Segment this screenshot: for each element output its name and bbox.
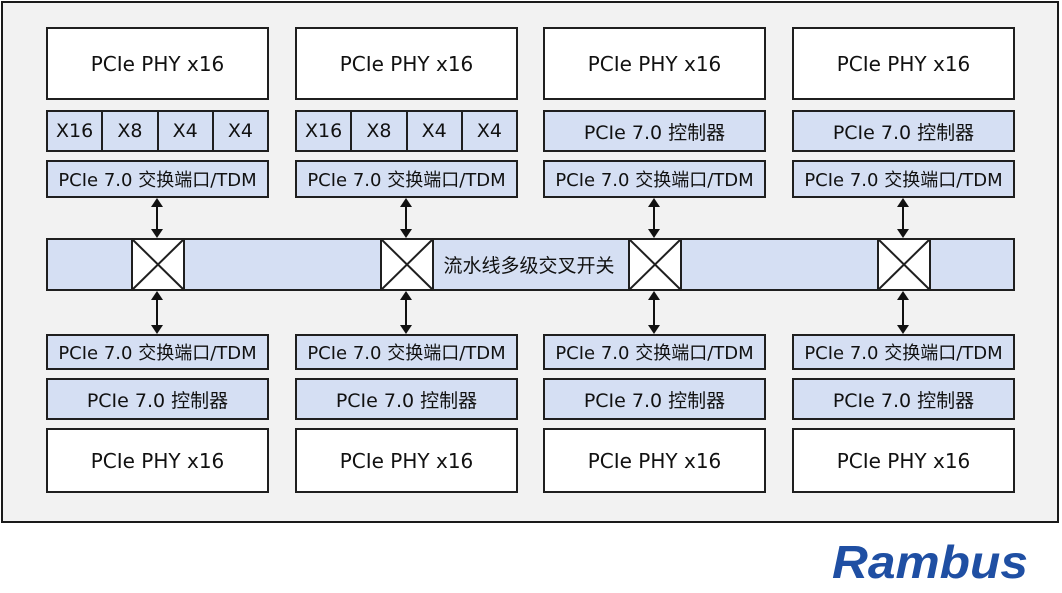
top-phy-3: PCIe PHY x16 <box>543 27 766 100</box>
top-phy-1: PCIe PHY x16 <box>46 27 269 100</box>
bidirectional-arrow-icon <box>151 291 163 334</box>
lane-option: X4 <box>156 112 212 150</box>
top-controller-4: PCIe 7.0 控制器 <box>792 110 1015 152</box>
lane-option: X8 <box>350 112 405 150</box>
lane-option: X4 <box>460 112 516 150</box>
bottom-phy-4: PCIe PHY x16 <box>792 428 1015 493</box>
crossbar-switch-icon <box>877 238 931 291</box>
top-lane-config-2: X16 X8 X4 X4 <box>295 110 518 152</box>
bottom-switch-port-2: PCIe 7.0 交换端口/TDM <box>295 334 518 370</box>
bottom-controller-3: PCIe 7.0 控制器 <box>543 378 766 420</box>
lane-option: X16 <box>305 120 343 142</box>
lane-option: X16 <box>56 120 94 142</box>
bottom-switch-port-1: PCIe 7.0 交换端口/TDM <box>46 334 269 370</box>
crossbar-switch-icon <box>380 238 434 291</box>
top-phy-4: PCIe PHY x16 <box>792 27 1015 100</box>
bottom-phy-1: PCIe PHY x16 <box>46 428 269 493</box>
lane-option: X4 <box>405 112 461 150</box>
rambus-logo-text: Rambus <box>832 536 1028 588</box>
bidirectional-arrow-icon <box>151 198 163 238</box>
bidirectional-arrow-icon <box>400 198 412 238</box>
bidirectional-arrow-icon <box>897 291 909 334</box>
bottom-switch-port-3: PCIe 7.0 交换端口/TDM <box>543 334 766 370</box>
bottom-phy-2: PCIe PHY x16 <box>295 428 518 493</box>
bidirectional-arrow-icon <box>897 198 909 238</box>
top-switch-port-1: PCIe 7.0 交换端口/TDM <box>46 160 269 198</box>
top-switch-port-3: PCIe 7.0 交换端口/TDM <box>543 160 766 198</box>
bottom-switch-port-4: PCIe 7.0 交换端口/TDM <box>792 334 1015 370</box>
rambus-logo: Rambus <box>832 536 1028 588</box>
bottom-controller-1: PCIe 7.0 控制器 <box>46 378 269 420</box>
bidirectional-arrow-icon <box>648 291 660 334</box>
crossbar-switch-icon <box>628 238 682 291</box>
lane-option: X8 <box>101 112 156 150</box>
pipeline-crossbar-bar <box>46 238 1015 291</box>
top-controller-3: PCIe 7.0 控制器 <box>543 110 766 152</box>
top-switch-port-2: PCIe 7.0 交换端口/TDM <box>295 160 518 198</box>
pipeline-crossbar-label: 流水线多级交叉开关 <box>443 254 615 277</box>
crossbar-switch-icon <box>131 238 185 291</box>
top-phy-2: PCIe PHY x16 <box>295 27 518 100</box>
bidirectional-arrow-icon <box>400 291 412 334</box>
bottom-controller-2: PCIe 7.0 控制器 <box>295 378 518 420</box>
bottom-phy-3: PCIe PHY x16 <box>543 428 766 493</box>
top-switch-port-4: PCIe 7.0 交换端口/TDM <box>792 160 1015 198</box>
bottom-controller-4: PCIe 7.0 控制器 <box>792 378 1015 420</box>
bidirectional-arrow-icon <box>648 198 660 238</box>
lane-option: X4 <box>211 112 267 150</box>
top-lane-config-1: X16 X8 X4 X4 <box>46 110 269 152</box>
